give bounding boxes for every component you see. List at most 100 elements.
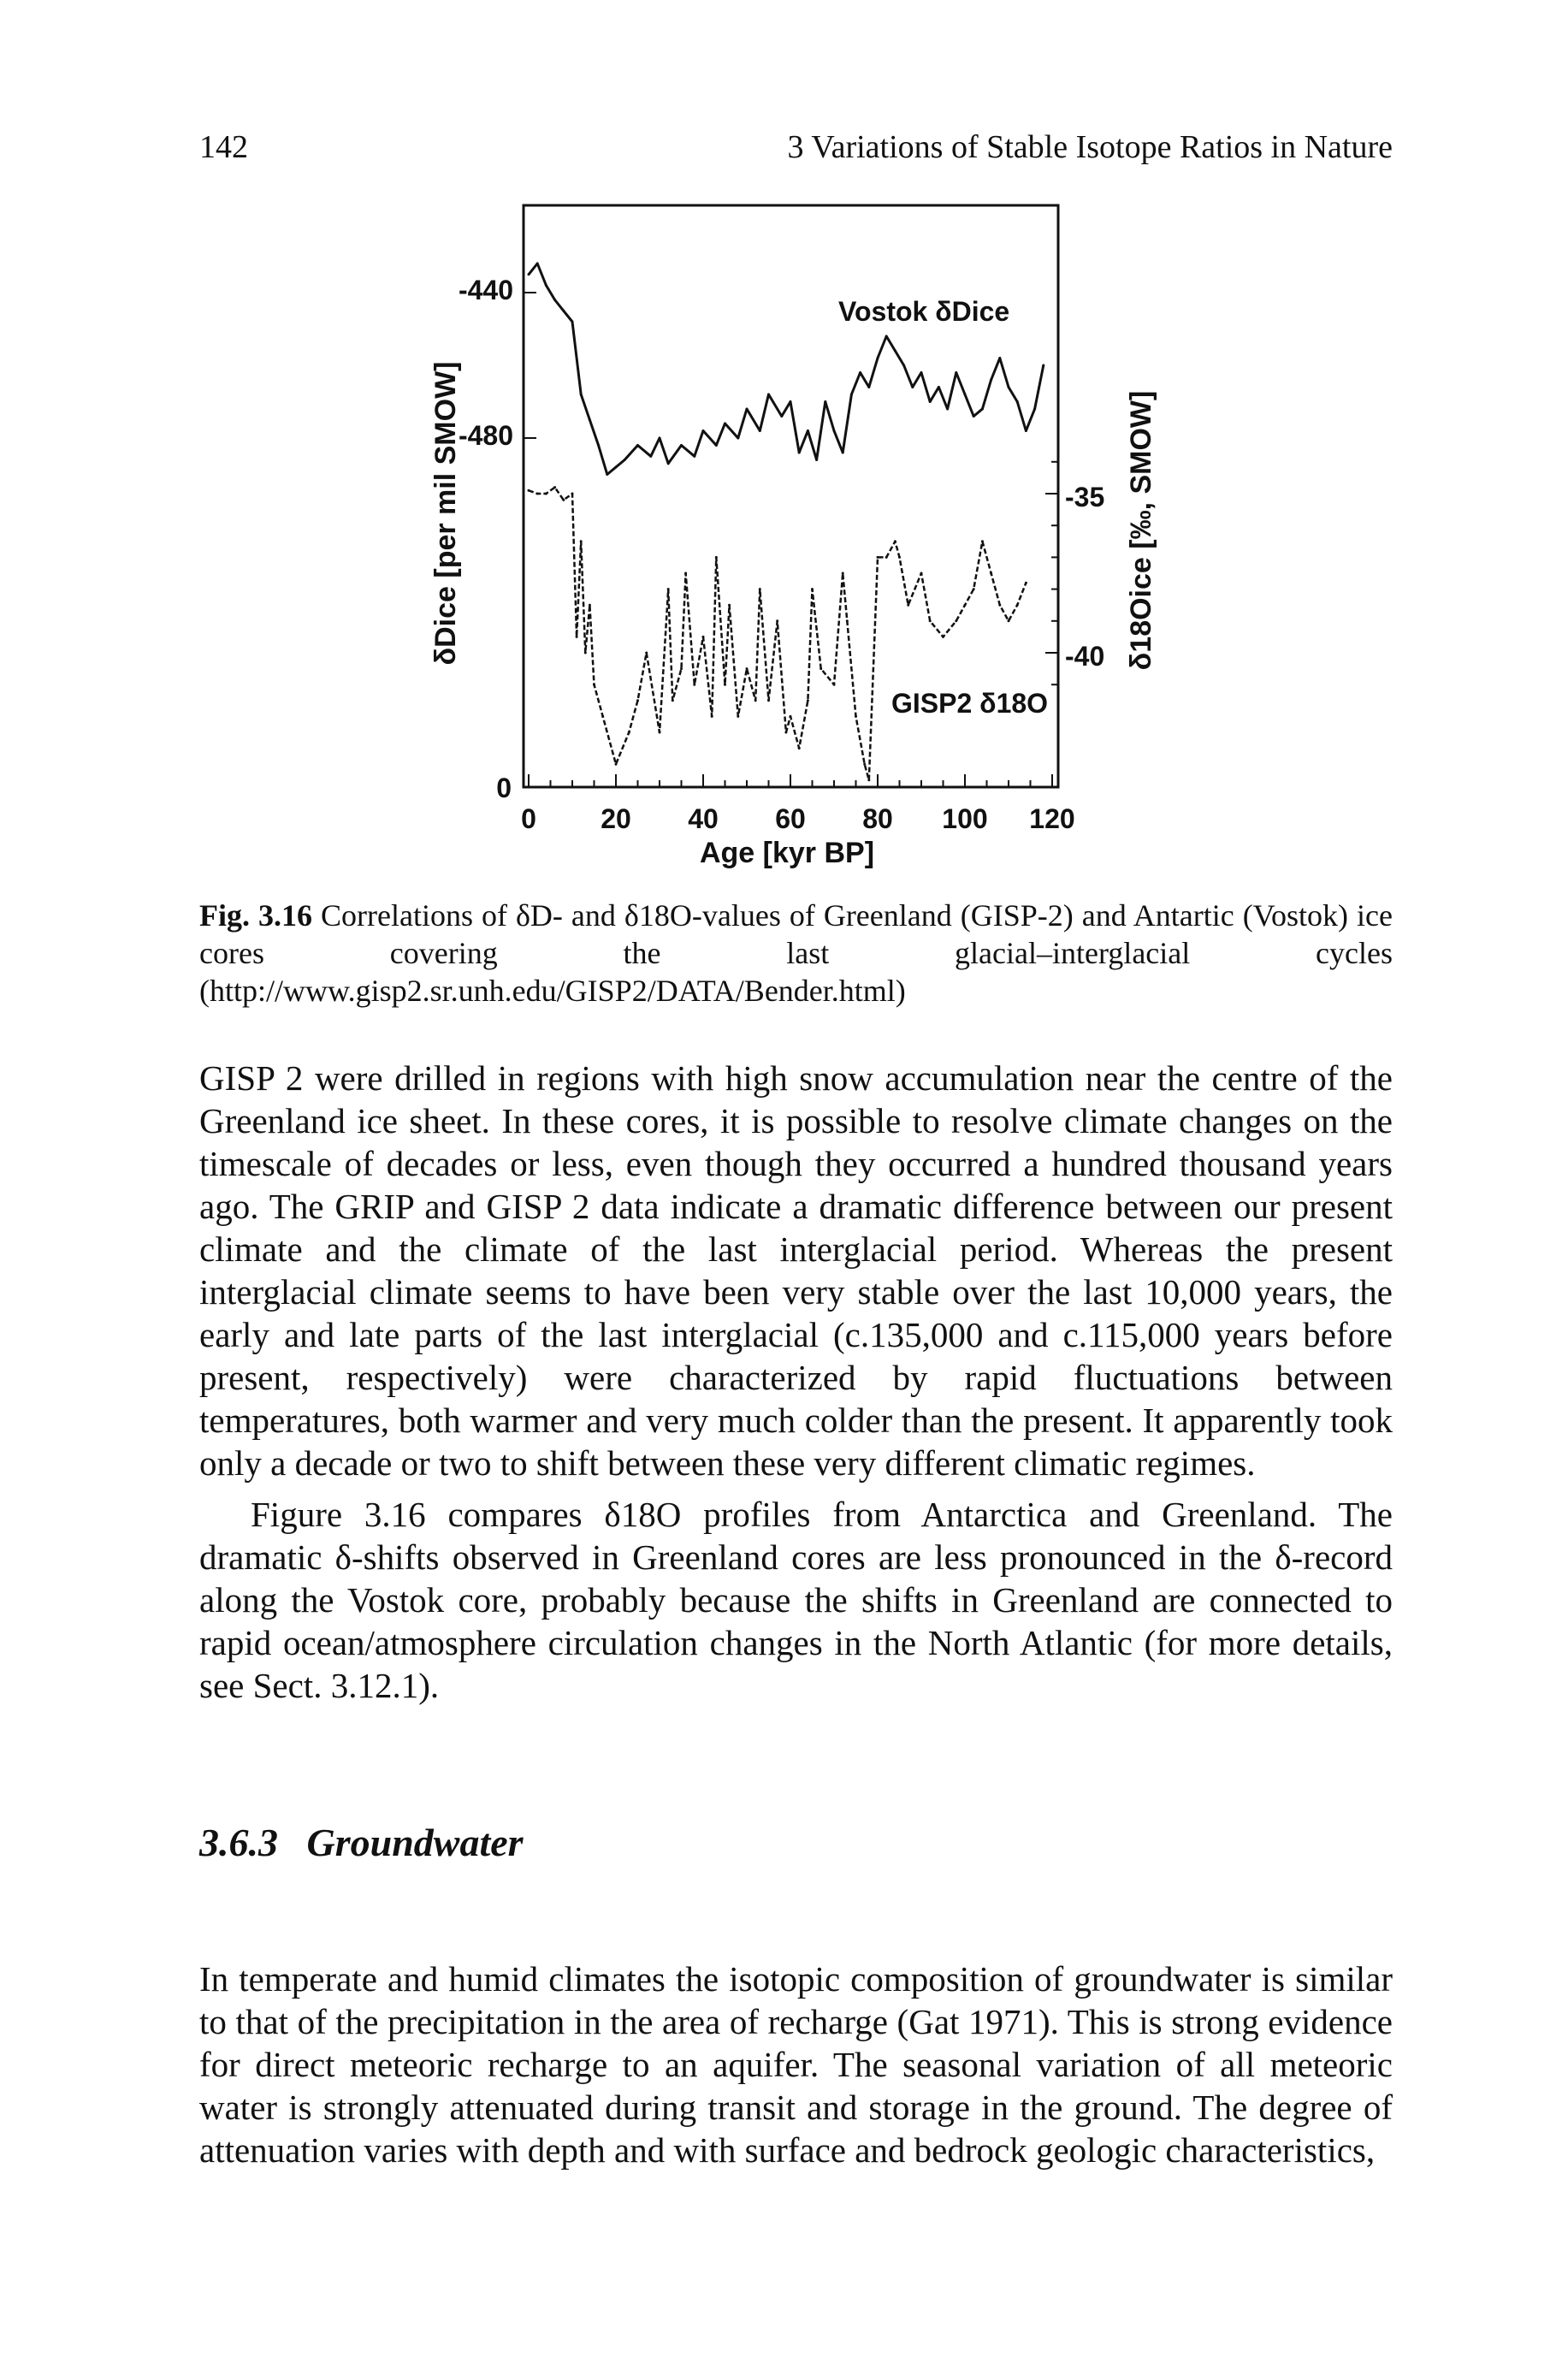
vostok-data-point	[666, 462, 670, 465]
gisp2-data-point	[579, 540, 583, 543]
vostok-data-point	[701, 429, 705, 432]
gisp2-data-point	[885, 555, 888, 559]
x-tick-label: 40	[688, 803, 719, 834]
gisp2-series-label: GISP2 δ18O	[891, 688, 1048, 719]
vostok-data-point	[963, 393, 967, 396]
right-tick-label: -40	[1065, 641, 1104, 672]
gisp2-data-point	[893, 540, 896, 543]
x-tick-label: 0	[521, 803, 536, 834]
x-tick-label: 20	[601, 803, 631, 834]
x-tick-label: 100	[942, 803, 987, 834]
gisp2-data-point	[876, 555, 879, 559]
vostok-data-point	[1024, 429, 1027, 432]
gisp2-data-point	[636, 699, 639, 702]
body-paragraph-1: GISP 2 were drilled in regions with high…	[199, 1057, 1393, 1484]
vostok-data-point	[758, 429, 761, 432]
vostok-data-point	[955, 371, 958, 374]
vostok-data-point	[849, 393, 853, 396]
vostok-data-point	[911, 386, 914, 388]
vostok-data-point	[937, 386, 940, 388]
gisp2-data-point	[920, 572, 923, 575]
caption-text: Correlations of δD- and δ18O-values of G…	[199, 898, 1393, 1008]
vostok-data-point	[1015, 400, 1019, 403]
gisp2-data-point	[845, 619, 849, 623]
gisp2-data-point	[527, 489, 530, 492]
section-title: Groundwater	[306, 1821, 524, 1864]
gisp2-data-point	[601, 714, 605, 718]
vostok-data-point	[724, 422, 726, 425]
gisp2-series-line	[528, 486, 1027, 782]
vostok-data-point	[527, 273, 530, 276]
gisp2-data-point	[562, 498, 565, 501]
vostok-data-point	[658, 436, 661, 440]
vostok-data-point	[867, 386, 871, 388]
vostok-data-point	[876, 357, 879, 359]
gisp2-data-point	[737, 714, 740, 718]
vostok-data-point	[928, 400, 932, 403]
left-axis-label: δDice [per mil SMOW]	[429, 362, 462, 666]
gisp2-data-point	[972, 588, 975, 591]
vostok-data-point	[893, 349, 896, 352]
gisp2-data-point	[575, 635, 578, 638]
gisp2-data-point	[754, 699, 757, 702]
vostok-data-point	[680, 444, 683, 447]
vostok-data-point	[780, 415, 784, 418]
gisp2-data-point	[571, 492, 574, 495]
gisp2-data-point	[614, 762, 618, 766]
gisp2-data-point	[942, 635, 944, 638]
gisp2-data-point	[789, 714, 792, 718]
gisp2-data-point	[671, 699, 674, 702]
vostok-data-point	[1033, 407, 1037, 411]
vostok-data-point	[562, 309, 565, 312]
gisp2-data-point	[855, 714, 857, 718]
vostok-data-point	[579, 393, 583, 396]
x-tick-label: 120	[1029, 803, 1074, 834]
vostok-data-point	[902, 364, 906, 367]
vostok-data-point	[737, 436, 740, 440]
vostok-data-point	[535, 262, 539, 265]
vostok-data-point	[767, 393, 770, 396]
vostok-data-point	[920, 371, 923, 374]
vostok-data-point	[806, 429, 809, 432]
vostok-data-point	[859, 371, 862, 374]
vostok-data-point	[553, 299, 557, 301]
section-heading: 3.6.3 Groundwater	[199, 1820, 524, 1865]
gisp2-data-point	[535, 492, 539, 495]
gisp2-data-point	[758, 588, 761, 591]
vostok-data-point	[841, 451, 844, 454]
gisp2-data-point	[767, 699, 770, 702]
vostok-data-point	[797, 451, 801, 454]
figure-chart: Vostok δDice GISP2 δ18O -440 -480 0 -35 …	[429, 204, 1157, 869]
vostok-data-point	[623, 459, 626, 461]
gisp2-data-point	[544, 492, 547, 495]
gisp2-data-point	[867, 779, 871, 782]
gisp2-data-point	[728, 603, 731, 607]
vostok-data-point	[614, 465, 618, 469]
gisp2-data-point	[841, 572, 844, 575]
vostok-data-point	[714, 444, 718, 447]
gisp2-data-point	[684, 572, 688, 575]
running-title: 3 Variations of Stable Isotope Ratios in…	[787, 129, 1393, 165]
caption-label: Fig. 3.16	[199, 898, 312, 933]
vostok-data-point	[815, 459, 819, 461]
gisp2-data-point	[1015, 603, 1019, 607]
gisp2-data-point	[963, 603, 967, 607]
gisp2-data-point	[553, 486, 557, 489]
gisp2-data-point	[998, 603, 1002, 607]
figure-caption: Fig. 3.16 Correlations of δD- and δ18O-v…	[199, 897, 1393, 1010]
gisp2-data-point	[627, 731, 630, 734]
gisp2-data-point	[980, 540, 984, 543]
vostok-data-point	[1007, 386, 1010, 388]
vostok-data-point	[998, 357, 1002, 359]
gisp2-data-point	[680, 667, 683, 671]
vostok-data-point	[606, 473, 609, 476]
gisp2-data-point	[724, 683, 726, 686]
vostok-series-label: Vostok δDice	[838, 296, 1009, 327]
vostok-series-line	[527, 262, 1045, 476]
x-tick-label: 80	[862, 803, 893, 834]
x-axis-label: Age [kyr BP]	[700, 837, 874, 869]
gisp2-data-point	[928, 619, 932, 623]
gisp2-data-point	[645, 651, 648, 654]
vostok-data-point	[946, 407, 950, 411]
vostok-data-point	[693, 454, 696, 458]
